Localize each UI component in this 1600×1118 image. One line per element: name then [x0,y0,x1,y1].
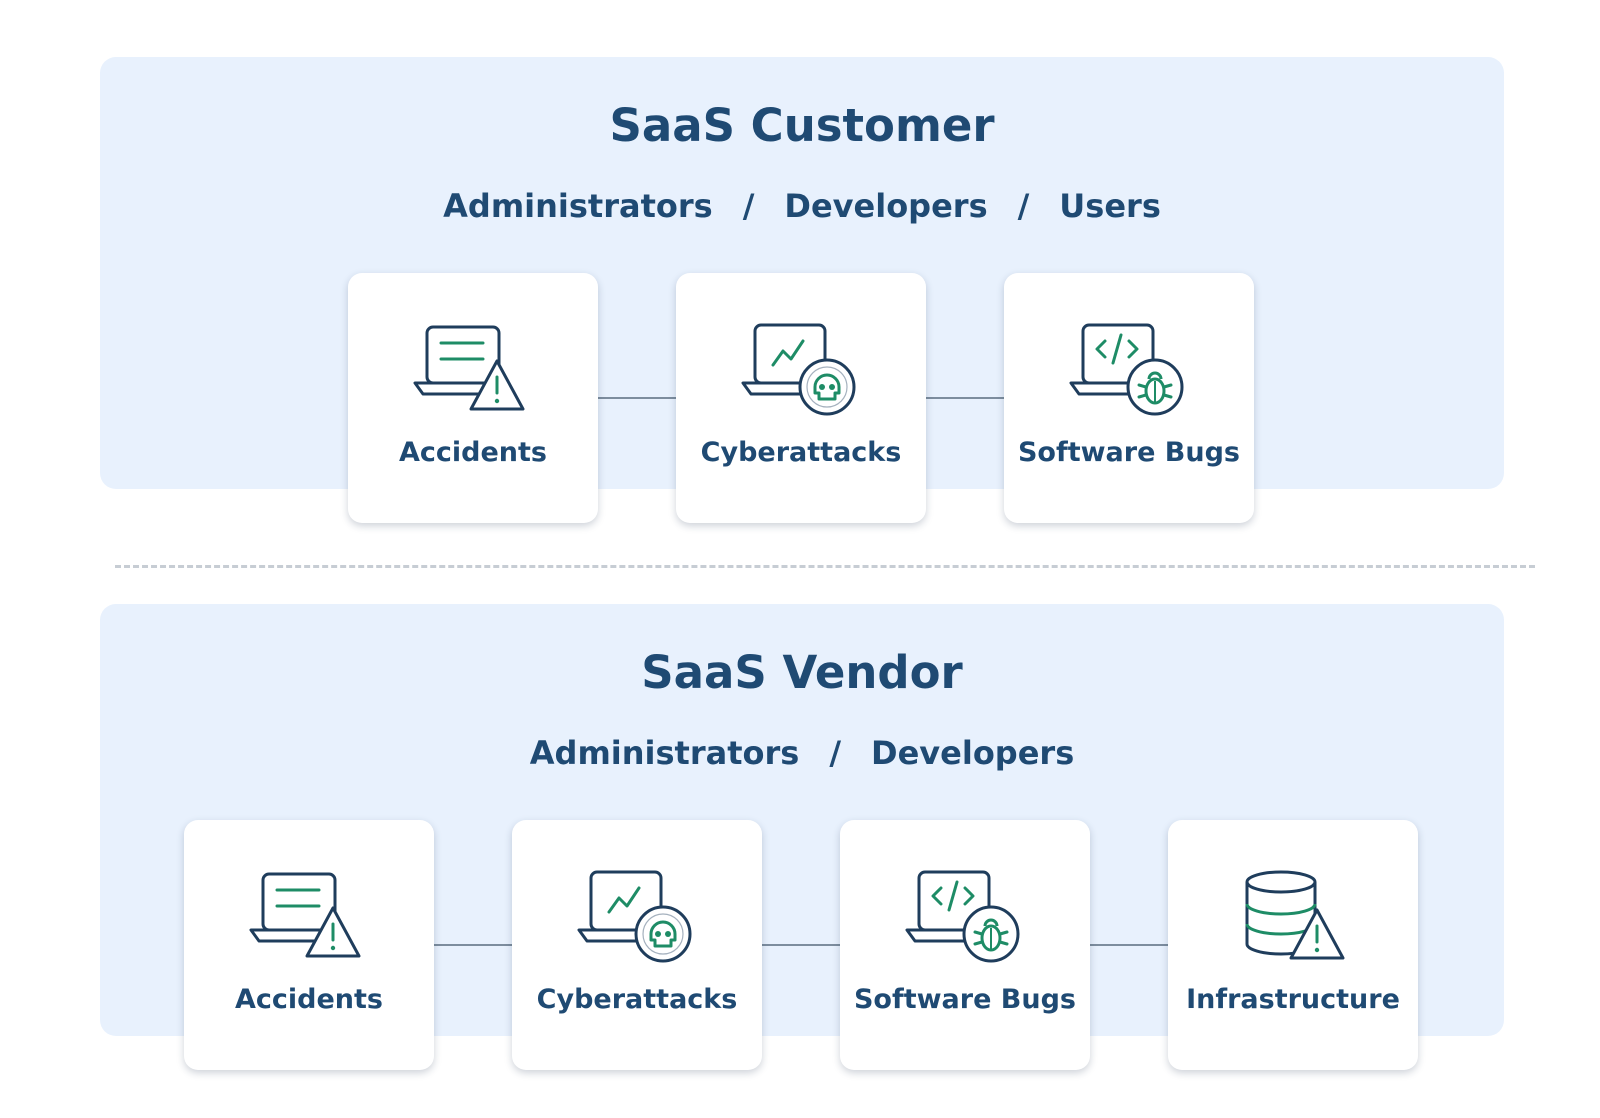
connector-line [434,944,512,946]
laptop-skull-icon [577,870,692,963]
connector-line [598,397,676,399]
laptop-warning-icon [413,325,525,411]
panel-title: SaaS Customer [609,99,995,152]
card-accidents: Accidents [184,820,434,1070]
card-software-bugs: Software Bugs [1004,273,1254,523]
section-divider [115,565,1535,568]
panel-title: SaaS Vendor [641,646,963,699]
role-separator: / [829,734,842,772]
connector-line [762,944,840,946]
card-label: Software Bugs [853,984,1077,1015]
role-separator: / [1017,187,1030,225]
role-developers: Developers [784,187,988,225]
card-software-bugs: Software Bugs [840,820,1090,1070]
role-users: Users [1059,187,1161,225]
laptop-warning-icon [249,872,361,958]
card-infrastructure: Infrastructure [1168,820,1418,1070]
card-label: Cyberattacks [700,437,902,468]
card-label: Infrastructure [1186,984,1400,1015]
card-cyberattacks: Cyberattacks [676,273,926,523]
card-label: Software Bugs [1017,437,1241,468]
card-label: Accidents [399,437,547,468]
role-list: Administrators / Developers / Users [100,187,1504,225]
card-label: Cyberattacks [536,984,738,1015]
connector-line [1090,944,1168,946]
connector-line [926,397,1004,399]
laptop-bug-icon [1069,323,1184,416]
card-accidents: Accidents [348,273,598,523]
card-cyberattacks: Cyberattacks [512,820,762,1070]
role-developers: Developers [871,734,1075,772]
laptop-bug-icon [905,870,1020,963]
role-administrators: Administrators [529,734,800,772]
role-list: Administrators / Developers [100,734,1504,772]
card-label: Accidents [235,984,383,1015]
laptop-skull-icon [741,323,856,416]
database-warning-icon [1245,870,1345,960]
role-separator: / [742,187,755,225]
role-administrators: Administrators [443,187,713,225]
